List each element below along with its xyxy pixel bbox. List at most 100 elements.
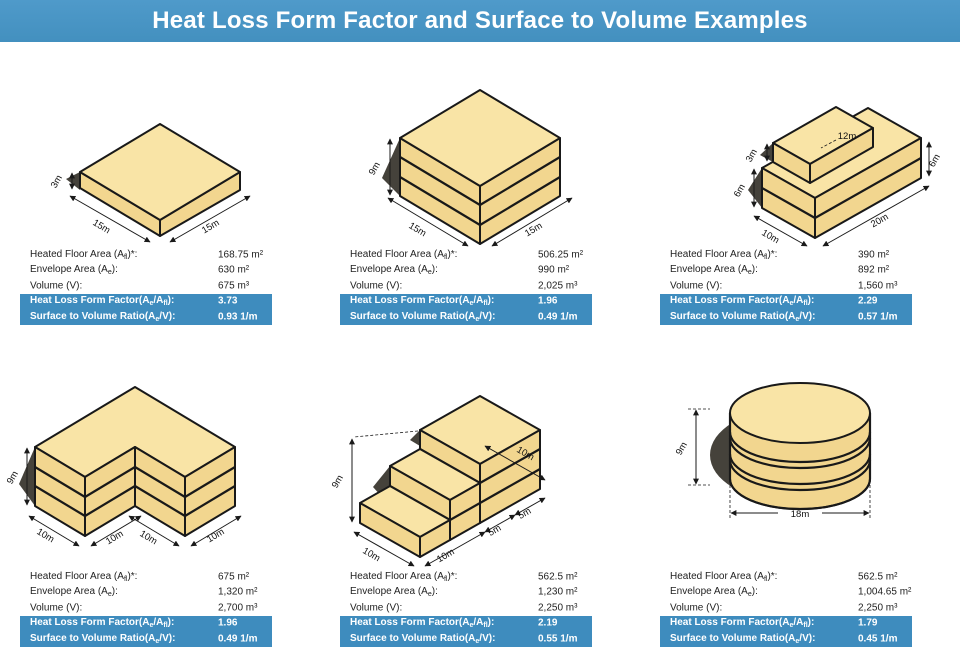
- building-faces: [399, 89, 561, 245]
- row-value: 1,004.65 m²: [858, 586, 912, 598]
- row-label: Surface to Volume Ratio(Ae/V):: [350, 310, 496, 323]
- page-title: Heat Loss Form Factor and Surface to Vol…: [152, 7, 808, 34]
- row-label: Volume (V):: [350, 280, 403, 292]
- panel-5: 9m 10m 10m 5m 5m 10m Heated Floor Area (…: [320, 363, 640, 647]
- table-row-form-factor: Heat Loss Form Factor(Ae/Afl): 3.73: [20, 293, 272, 309]
- dim-label-depth: 10m: [759, 227, 781, 246]
- dim-label-top-length: 12m: [838, 131, 857, 142]
- data-table-4: Heated Floor Area (Afl)*: 675 m² Envelop…: [0, 569, 320, 647]
- row-label: Heat Loss Form Factor(Ae/Afl):: [30, 617, 175, 630]
- row-label: Surface to Volume Ratio(Ae/V):: [670, 632, 816, 645]
- row-value: 0.93 1/m: [218, 311, 258, 323]
- table-row-heated-floor-area: Heated Floor Area (Afl)*: 390 m²: [640, 247, 960, 263]
- table-row-surface-to-volume: Surface to Volume Ratio(Ae/V): 0.57 1/m: [660, 309, 912, 325]
- row-label: Envelope Area (Ae):: [30, 264, 118, 277]
- table-row-volume: Volume (V): 675 m³: [0, 278, 320, 294]
- row-label: Volume (V):: [670, 602, 723, 614]
- row-label: Volume (V):: [670, 280, 723, 292]
- panel-6: 9m 18m Heated Floor Area (Afl)*: 562.5 m…: [640, 363, 960, 647]
- row-label: Envelope Area (Ae):: [350, 586, 438, 599]
- row-label: Heat Loss Form Factor(Ae/Afl):: [350, 295, 495, 308]
- dim-label-right: 15m: [523, 220, 545, 239]
- table-row-envelope-area: Envelope Area (Ae): 1,320 m²: [0, 585, 320, 601]
- panel-4: 9m 10m 10m 10m 10m Heated Floor Area (Af…: [0, 363, 320, 647]
- shadow: [66, 172, 80, 190]
- shape-drawing-cylinder: 9m 18m: [674, 382, 872, 520]
- table-row-heated-floor-area: Heated Floor Area (Afl)*: 562.5 m²: [640, 569, 960, 585]
- row-label: Surface to Volume Ratio(Ae/V):: [30, 632, 176, 645]
- row-label: Heated Floor Area (Afl)*:: [350, 570, 458, 583]
- row-label: Heat Loss Form Factor(Ae/Afl):: [30, 295, 175, 308]
- table-row-volume: Volume (V): 2,700 m³: [0, 600, 320, 616]
- row-label: Surface to Volume Ratio(Ae/V):: [350, 632, 496, 645]
- table-row-envelope-area: Envelope Area (Ae): 892 m²: [640, 263, 960, 279]
- shape-drawing-stepped-block: 3m 6m 10m 20m 6m 12m: [732, 106, 943, 247]
- dim-label-lower-height: 6m: [732, 182, 748, 199]
- table-row-form-factor: Heat Loss Form Factor(Ae/Afl): 2.19: [340, 615, 592, 631]
- dim-label-left: 15m: [91, 217, 113, 236]
- table-row-volume: Volume (V): 2,250 m³: [320, 600, 640, 616]
- dim-label-height: 9m: [367, 160, 383, 177]
- dim-label-right: 10m: [205, 526, 227, 545]
- row-value: 2.29: [858, 295, 878, 307]
- data-table-1: Heated Floor Area (Afl)*: 168.75 m² Enve…: [0, 247, 320, 325]
- table-row-envelope-area: Envelope Area (Ae): 990 m²: [320, 263, 640, 279]
- row-label: Volume (V):: [30, 602, 83, 614]
- row-label: Heat Loss Form Factor(Ae/Afl):: [670, 295, 815, 308]
- row-label: Heated Floor Area (Afl)*:: [670, 570, 778, 583]
- row-value: 2,700 m³: [218, 602, 258, 614]
- row-value: 1,320 m²: [218, 586, 258, 598]
- shape-drawing-cube: 9m 15m 15m: [367, 89, 573, 247]
- dim-label-height: 9m: [674, 440, 690, 457]
- row-value: 3.73: [218, 295, 238, 307]
- row-value: 0.49 1/m: [538, 311, 578, 323]
- row-value: 0.55 1/m: [538, 633, 578, 645]
- row-value: 562.5 m²: [858, 571, 898, 583]
- dim-label-length: 20m: [869, 211, 891, 230]
- panel-2: 9m 15m 15m Heated Floor Area (Afl)*: 506…: [320, 46, 640, 325]
- dim-label-bottom-3: 5m: [516, 506, 533, 522]
- panel-3: 3m 6m 10m 20m 6m 12m Heated Floor Area (…: [640, 46, 960, 325]
- table-row-envelope-area: Envelope Area (Ae): 1,230 m²: [320, 585, 640, 601]
- row-label: Envelope Area (Ae):: [350, 264, 438, 277]
- row-value: 1,560 m³: [858, 280, 898, 292]
- dim-label-bottom-right: 10m: [138, 528, 160, 547]
- dim-label-height: 3m: [49, 173, 65, 190]
- row-label: Surface to Volume Ratio(Ae/V):: [30, 310, 176, 323]
- row-value: 630 m²: [218, 264, 250, 276]
- row-value: 1.96: [218, 617, 238, 629]
- row-value: 892 m²: [858, 264, 890, 276]
- table-row-volume: Volume (V): 1,560 m³: [640, 278, 960, 294]
- data-table-6: Heated Floor Area (Afl)*: 562.5 m² Envel…: [640, 569, 960, 647]
- row-value: 0.49 1/m: [218, 633, 258, 645]
- table-row-surface-to-volume: Surface to Volume Ratio(Ae/V): 0.49 1/m: [20, 631, 272, 647]
- row-value: 2,250 m³: [858, 602, 898, 614]
- row-value: 2.19: [538, 617, 558, 629]
- row-value: 990 m²: [538, 264, 570, 276]
- dim-label-diameter: 18m: [791, 509, 810, 520]
- table-row-volume: Volume (V): 2,250 m³: [640, 600, 960, 616]
- building-faces: [728, 382, 872, 511]
- row-label: Envelope Area (Ae):: [30, 586, 118, 599]
- table-row-form-factor: Heat Loss Form Factor(Ae/Afl): 1.96: [340, 293, 592, 309]
- row-value: 675 m²: [218, 571, 250, 583]
- row-label: Envelope Area (Ae):: [670, 586, 758, 599]
- row-value: 675 m³: [218, 280, 250, 292]
- table-row-heated-floor-area: Heated Floor Area (Afl)*: 675 m²: [0, 569, 320, 585]
- dim-label-right: 15m: [200, 217, 222, 236]
- data-table-5: Heated Floor Area (Afl)*: 562.5 m² Envel…: [320, 569, 640, 647]
- row-value: 506.25 m²: [538, 249, 584, 261]
- table-row-envelope-area: Envelope Area (Ae): 1,004.65 m²: [640, 585, 960, 601]
- row-value: 1.96: [538, 295, 558, 307]
- shape-drawing-l-block: 9m 10m 10m 10m 10m: [5, 386, 242, 547]
- table-row-form-factor: Heat Loss Form Factor(Ae/Afl): 2.29: [660, 293, 912, 309]
- panel-1: 3m 15m 15m Heated Floor Area (Afl)*: 168…: [0, 46, 320, 325]
- title-bar: Heat Loss Form Factor and Surface to Vol…: [0, 0, 960, 42]
- shadow: [382, 138, 400, 196]
- row-value: 1,230 m²: [538, 586, 578, 598]
- data-table-3: Heated Floor Area (Afl)*: 390 m² Envelop…: [640, 247, 960, 325]
- table-row-heated-floor-area: Heated Floor Area (Afl)*: 506.25 m²: [320, 247, 640, 263]
- shape-drawing-slab: 3m 15m 15m: [49, 123, 251, 243]
- row-label: Volume (V):: [30, 280, 83, 292]
- table-row-surface-to-volume: Surface to Volume Ratio(Ae/V): 0.45 1/m: [660, 631, 912, 647]
